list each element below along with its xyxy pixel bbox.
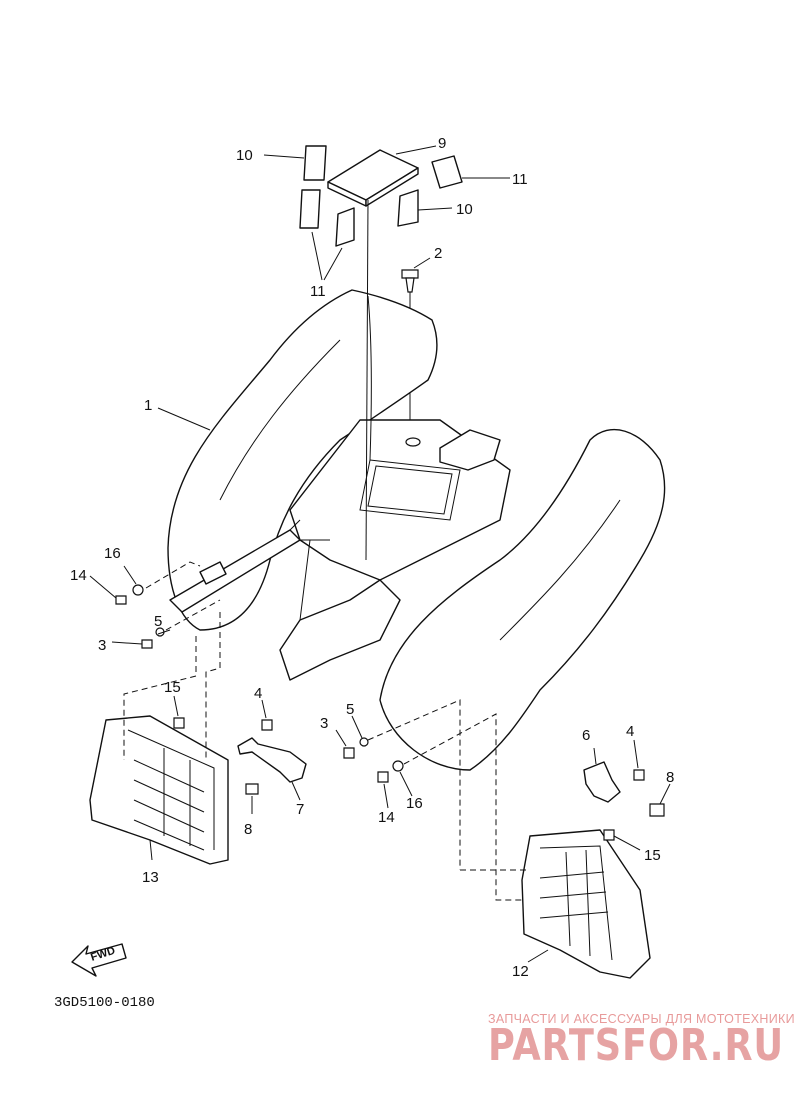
mud-flap-13-left[interactable] — [89, 715, 229, 865]
callout-10-upper: 10 — [236, 147, 253, 164]
callout-15-left: 15 — [164, 679, 181, 696]
callout-14-right: 14 — [378, 809, 395, 826]
callout-13: 13 — [142, 869, 159, 886]
hardware-set — [115, 584, 665, 841]
callout-11-right: 11 — [512, 171, 528, 188]
callout-3-left: 3 — [98, 637, 106, 654]
callout-14-left: 14 — [70, 567, 87, 584]
callout-10-lower: 10 — [456, 201, 473, 218]
callout-11-left: 11 — [310, 283, 326, 300]
callout-1: 1 — [144, 397, 152, 414]
callout-7: 7 — [296, 801, 304, 818]
callout-16-left: 16 — [104, 545, 121, 562]
watermark-tagline: ЗАПЧАСТИ И АКСЕССУАРЫ ДЛЯ МОТОТЕХНИКИ — [488, 1012, 795, 1026]
watermark-brand: PARTSFOR.RU — [488, 1020, 784, 1071]
sticker-11-left-b[interactable] — [335, 207, 355, 247]
callout-2: 2 — [434, 245, 442, 262]
callout-4-left: 4 — [254, 685, 262, 702]
callout-9: 9 — [438, 135, 446, 152]
fwd-arrow-icon: FWD — [71, 943, 127, 977]
callout-16-right: 16 — [406, 795, 423, 812]
pad-9[interactable] — [327, 149, 419, 207]
drawing-code: 3GD5100-0180 — [54, 995, 155, 1011]
bracket-7[interactable] — [237, 737, 307, 783]
callout-4-right: 4 — [626, 723, 634, 740]
leader-lines — [89, 145, 671, 963]
callout-labels: 9 10 11 10 2 11 1 16 14 5 3 15 4 5 3 6 4… — [70, 135, 674, 980]
assembly-lines — [123, 199, 526, 901]
callout-5-right: 5 — [346, 701, 354, 718]
callout-8-right: 8 — [666, 769, 674, 786]
callout-5-left: 5 — [154, 613, 162, 630]
mud-flap-12-right[interactable] — [521, 829, 651, 979]
sticker-11-left-a[interactable] — [299, 189, 321, 229]
rear-fender-1[interactable] — [167, 289, 666, 771]
sticker-10-lower[interactable] — [397, 189, 419, 227]
callout-12: 12 — [512, 963, 529, 980]
callout-15-right: 15 — [644, 847, 661, 864]
callout-8-left: 8 — [244, 821, 252, 838]
watermark: ЗАПЧАСТИ И АКСЕССУАРЫ ДЛЯ МОТОТЕХНИКИ PA… — [488, 1012, 795, 1071]
sticker-11-right[interactable] — [431, 155, 463, 189]
callout-3-right: 3 — [320, 715, 328, 732]
sticker-10-upper[interactable] — [303, 145, 327, 181]
bracket-6[interactable] — [583, 761, 621, 803]
callout-6: 6 — [582, 727, 590, 744]
